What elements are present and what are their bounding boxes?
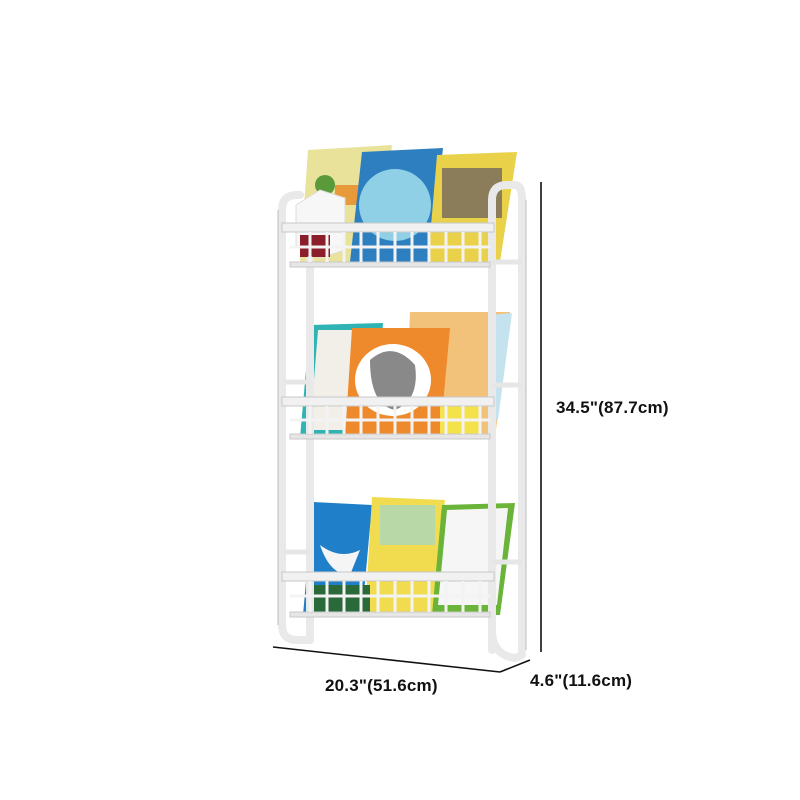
height-dimension-label: 34.5"(87.7cm) [556,398,669,417]
shelf-baskets [281,222,522,618]
top-basket [281,222,495,268]
width-dimension-label: 20.3"(51.6cm) [325,676,438,695]
depth-dimension-label: 4.6"(11.6cm) [530,671,633,690]
top-shelf-books [295,145,517,262]
dimension-lines [272,182,542,673]
middle-basket [281,379,522,440]
depth-dimension-line [499,659,531,673]
width-dimension-line [272,646,501,673]
rack-frame-outline [277,200,527,650]
bottom-basket [281,549,522,618]
